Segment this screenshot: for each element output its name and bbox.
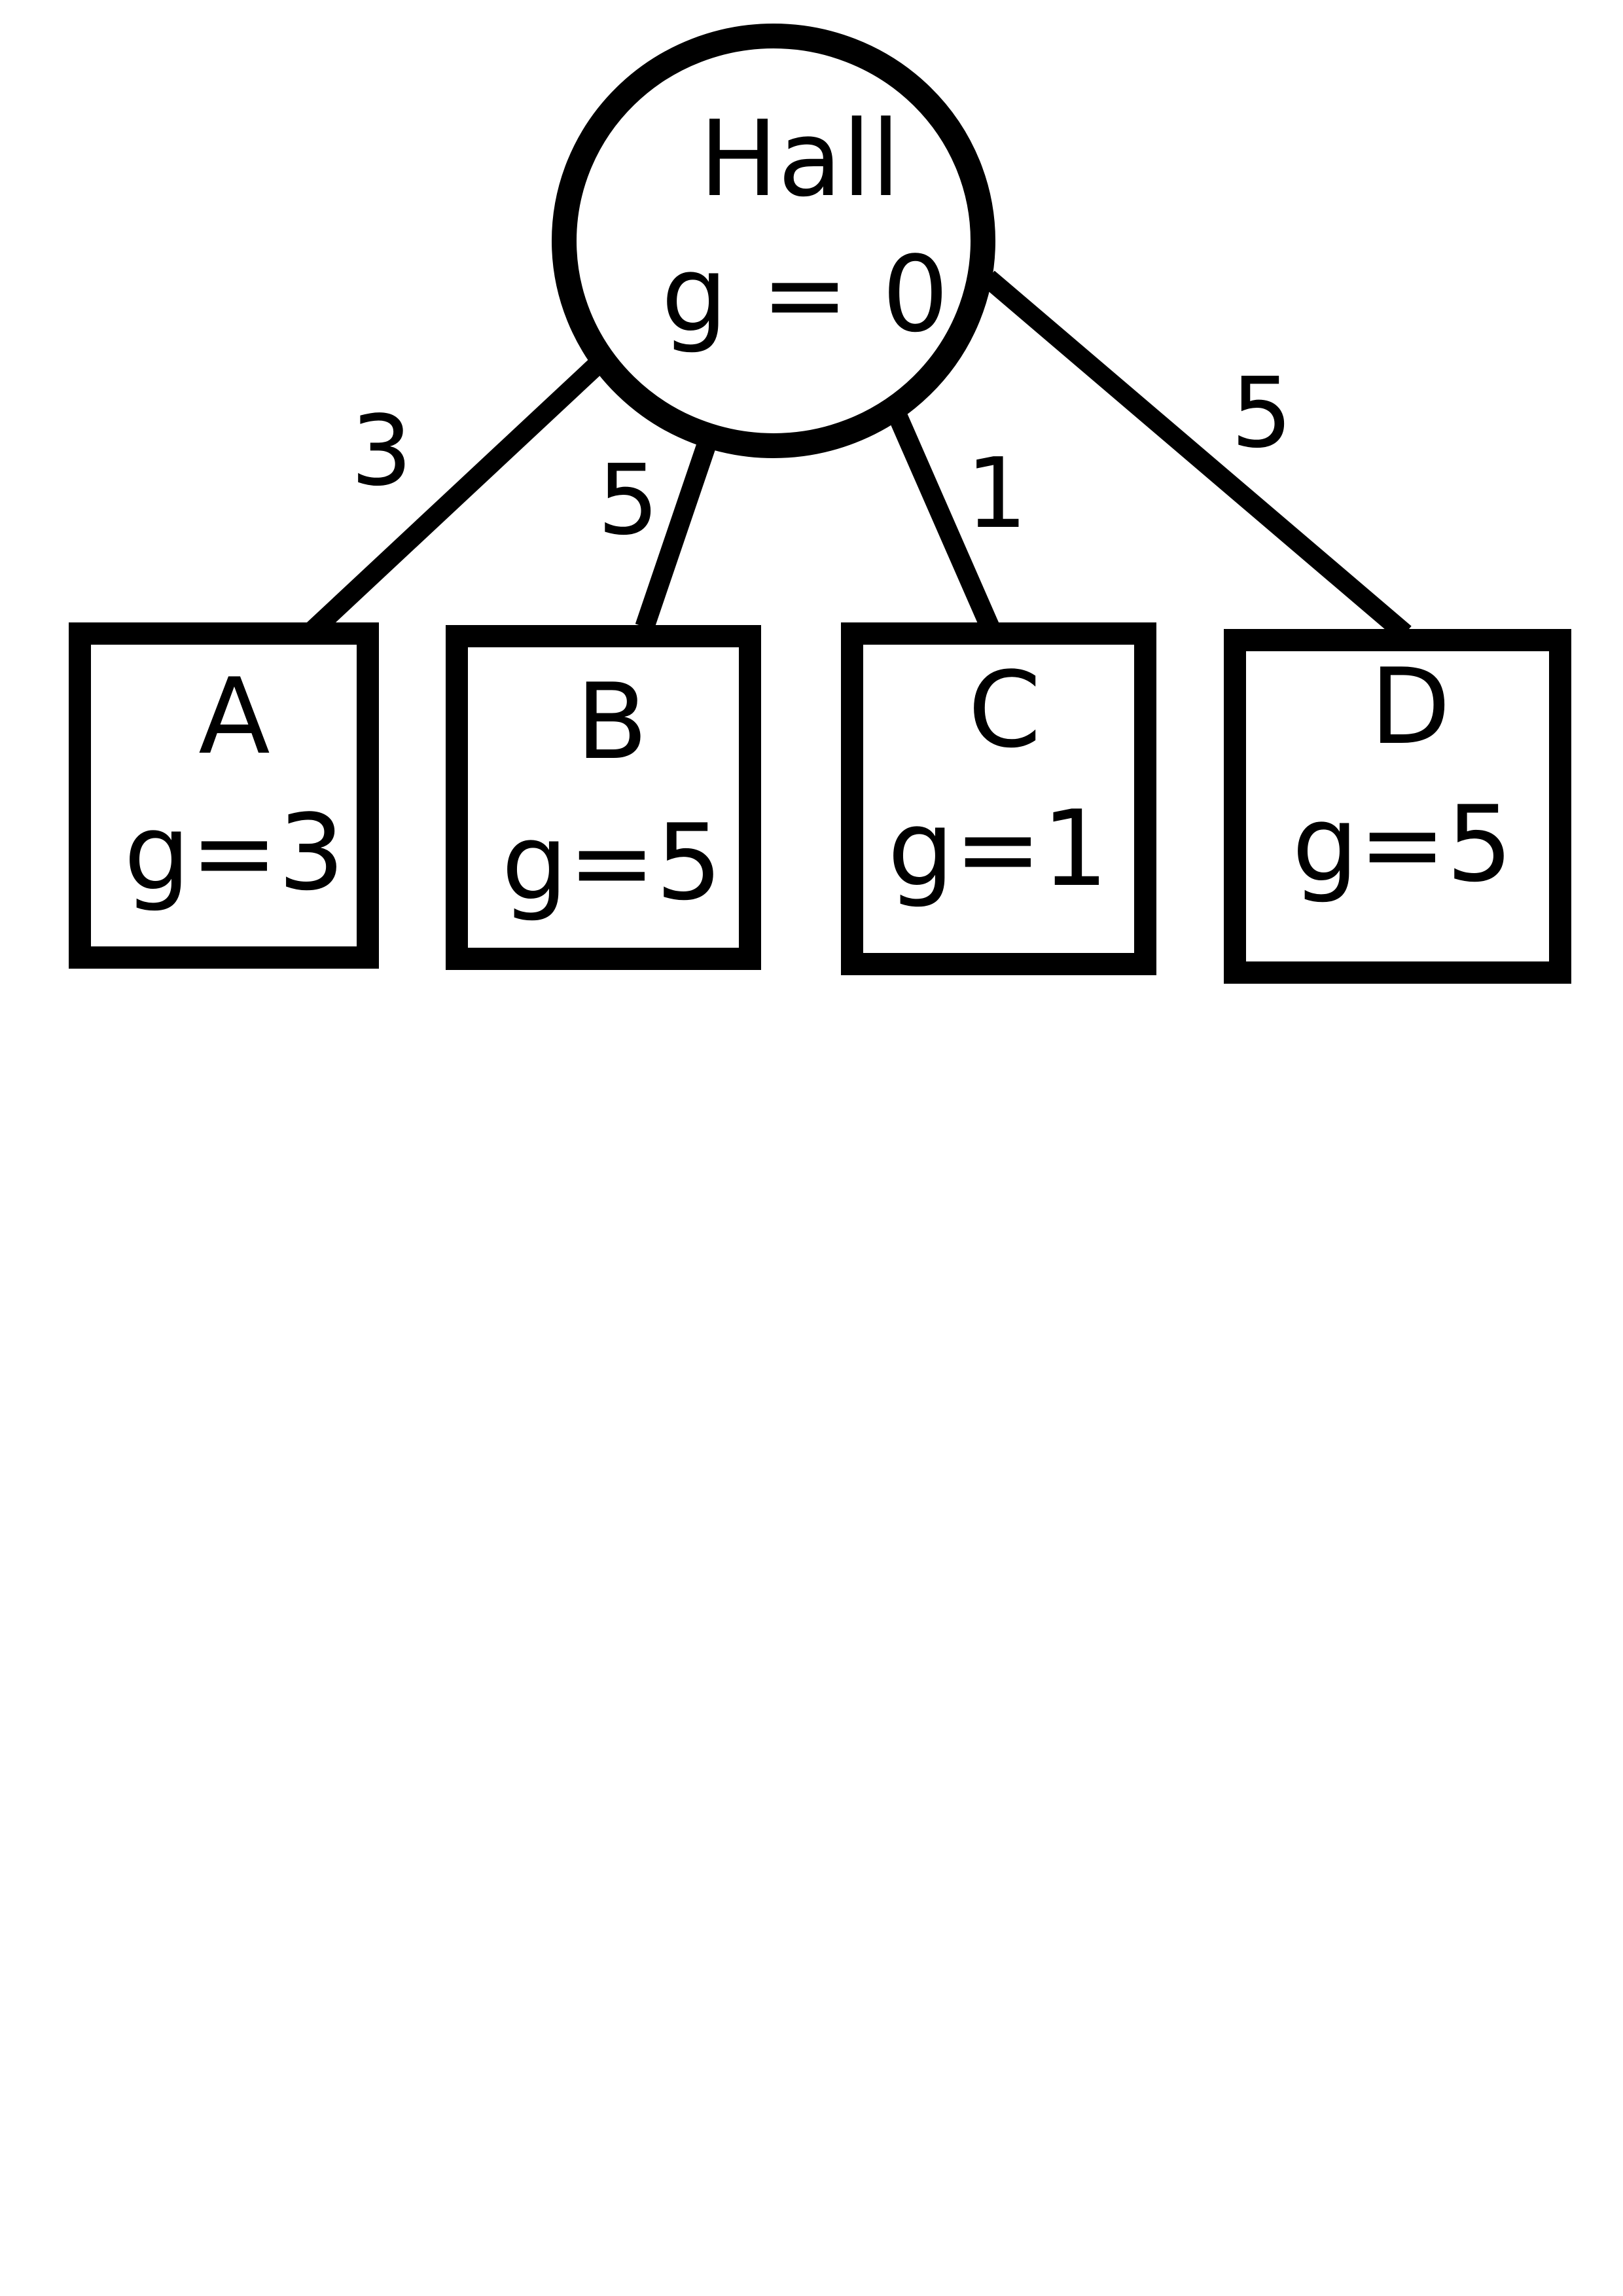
child-node-a-box [69, 622, 379, 969]
edge-label-c: 1 [966, 437, 1027, 550]
edge-hall-d [982, 270, 1412, 641]
edge-label-b: 5 [597, 444, 659, 556]
child-node-d-name: D [1370, 645, 1450, 768]
edge-hall-b [635, 425, 722, 630]
child-node-b-g: g=5 [501, 801, 722, 924]
child-node-b: B g=5 [446, 625, 761, 970]
child-node-b-name: B [576, 660, 648, 783]
child-node-a: A g=3 [69, 622, 379, 969]
child-node-c-box [841, 622, 1156, 975]
child-node-d-g: g=5 [1292, 783, 1512, 905]
edge-hall-c [887, 409, 1003, 639]
child-node-b-box [446, 625, 761, 970]
root-node-ellipse [552, 24, 995, 458]
root-node-name: Hall [699, 98, 900, 220]
edge-label-d: 5 [1231, 357, 1293, 469]
root-node-g: g = 0 [661, 233, 948, 355]
edge-hall-a [295, 356, 606, 647]
child-node-a-name: A [198, 655, 270, 778]
edge-label-a: 3 [351, 395, 412, 507]
child-node-c: C g=1 [841, 622, 1156, 975]
child-node-c-g: g=1 [887, 787, 1108, 910]
child-node-d: D g=5 [1224, 629, 1571, 984]
child-node-a-g: g=3 [124, 791, 344, 914]
child-node-c-name: C [968, 649, 1041, 771]
root-node: Hall g = 0 [552, 24, 995, 458]
child-node-d-box [1224, 629, 1571, 984]
edges [295, 270, 1412, 647]
edge-labels: 3 5 1 5 [351, 357, 1293, 556]
